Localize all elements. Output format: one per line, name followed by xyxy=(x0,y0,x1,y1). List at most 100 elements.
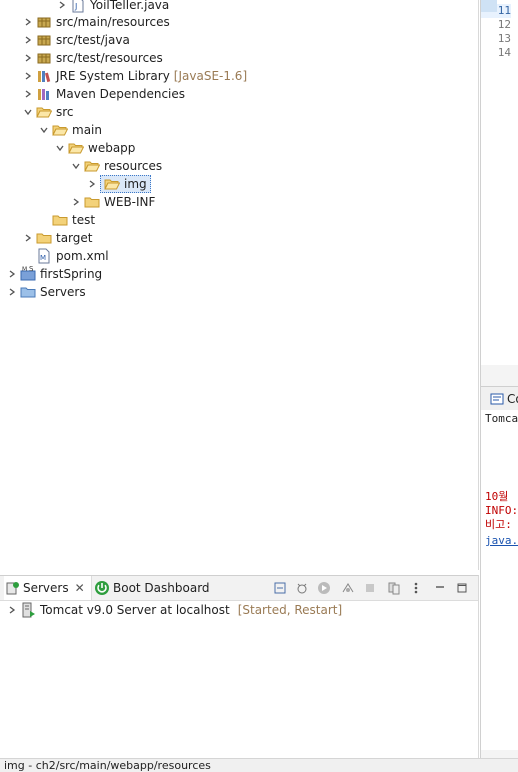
editor-and-console-pane: 11 12 13 14 Co Tomcat 10월 INFO: 비고: java… xyxy=(480,0,518,772)
tree-item-yoilteller-java[interactable]: YoilTeller.java xyxy=(56,0,169,14)
close-icon[interactable]: ✕ xyxy=(74,581,85,595)
console-tab-label: Co xyxy=(507,392,518,406)
chevron-down-icon[interactable] xyxy=(22,103,34,121)
folder-icon xyxy=(52,212,68,228)
jre-version-decoration: [JavaSE-1.6] xyxy=(173,69,248,83)
chevron-right-icon[interactable] xyxy=(70,193,82,211)
tree-item-firstspring[interactable]: firstSpring xyxy=(6,265,102,283)
server-status: [Started, Restart] xyxy=(237,603,343,617)
tree-item-label: WEB-INF xyxy=(104,195,156,209)
console-tab[interactable]: Co xyxy=(481,386,518,411)
tree-item-label: src/test/resources xyxy=(56,51,163,65)
server-icon xyxy=(20,602,36,618)
chevron-right-icon[interactable] xyxy=(56,0,68,14)
folder-open-icon xyxy=(68,140,84,156)
console-title: Tomcat xyxy=(485,412,518,425)
start-icon[interactable] xyxy=(316,580,332,596)
chevron-right-icon[interactable] xyxy=(22,49,34,67)
server-icon xyxy=(4,580,20,596)
chevron-down-icon[interactable] xyxy=(54,139,66,157)
tree-item-label: test xyxy=(72,213,96,227)
power-icon xyxy=(94,580,110,596)
tree-item-label: firstSpring xyxy=(40,267,103,281)
chevron-right-icon[interactable] xyxy=(86,175,98,193)
tab-label: Servers xyxy=(23,581,69,595)
tree-item-test[interactable]: test xyxy=(38,211,95,229)
tab-boot-dashboard[interactable]: Boot Dashboard xyxy=(94,576,210,600)
line-number: 12 xyxy=(497,18,511,31)
tree-item-servers[interactable]: Servers xyxy=(6,283,86,301)
chevron-down-icon[interactable] xyxy=(70,157,82,175)
servers-folder-icon xyxy=(20,284,36,300)
debug-icon[interactable] xyxy=(294,580,310,596)
console-line: INFO: xyxy=(485,504,518,517)
tab-servers[interactable]: Servers ✕ xyxy=(4,576,92,600)
maximize-icon[interactable] xyxy=(454,580,470,596)
selected-item-highlight[interactable]: img xyxy=(100,175,151,193)
tree-item-pom-xml[interactable]: pom.xml xyxy=(22,247,109,265)
tree-item-main[interactable]: main xyxy=(38,121,102,139)
minimize-icon[interactable] xyxy=(432,580,448,596)
tree-item-label: src xyxy=(56,105,74,119)
tree-item-label: img xyxy=(124,177,147,191)
tree-item-label: resources xyxy=(104,159,163,173)
source-folder-icon xyxy=(36,32,52,48)
project-icon xyxy=(20,266,36,282)
tree-item-label: target xyxy=(56,231,93,245)
publish-icon[interactable] xyxy=(386,580,402,596)
profile-icon[interactable] xyxy=(340,580,356,596)
tree-item-label: src/test/java xyxy=(56,33,130,47)
tree-item-src-test-java[interactable]: src/test/java xyxy=(22,31,130,49)
tree-item-maven-dependencies[interactable]: Maven Dependencies xyxy=(22,85,185,103)
source-folder-icon xyxy=(36,14,52,30)
tree-item-src-main-resources[interactable]: src/main/resources xyxy=(22,13,170,31)
folder-icon xyxy=(84,194,100,210)
chevron-right-icon[interactable] xyxy=(22,31,34,49)
tree-item-target[interactable]: target xyxy=(22,229,93,247)
line-marker xyxy=(481,0,497,12)
chevron-right-icon[interactable] xyxy=(22,13,34,31)
tree-item-label: YoilTeller.java xyxy=(90,0,170,12)
tree-item-label: Servers xyxy=(40,285,86,299)
tree-item-web-inf[interactable]: WEB-INF xyxy=(70,193,155,211)
chevron-right-icon[interactable] xyxy=(22,85,34,103)
source-folder-icon xyxy=(36,50,52,66)
view-menu-icon[interactable] xyxy=(408,580,424,596)
tree-item-webapp[interactable]: webapp xyxy=(54,139,135,157)
editor-gutter: 11 12 13 14 xyxy=(481,0,518,365)
library-icon xyxy=(36,86,52,102)
project-explorer: YoilTeller.java src/main/resources src/t… xyxy=(6,0,479,570)
chevron-right-icon[interactable] xyxy=(22,67,34,85)
console-line: 10월 xyxy=(485,490,509,503)
line-number: 14 xyxy=(497,46,511,59)
tree-item-img[interactable]: img xyxy=(86,175,151,193)
line-number: 13 xyxy=(497,32,511,45)
servers-panel: Servers ✕ Boot Dashboard Tomcat v9.0 Ser… xyxy=(0,575,479,759)
tree-item-src[interactable]: src xyxy=(22,103,74,121)
chevron-right-icon[interactable] xyxy=(6,283,18,301)
server-name: Tomcat v9.0 Server at localhost xyxy=(40,603,230,617)
folder-open-icon xyxy=(104,176,120,192)
folder-open-icon xyxy=(52,122,68,138)
collapse-all-icon[interactable] xyxy=(272,580,288,596)
console-link[interactable]: java. xyxy=(485,534,518,547)
folder-open-icon xyxy=(36,104,52,120)
chevron-right-icon[interactable] xyxy=(22,229,34,247)
stop-icon[interactable] xyxy=(362,580,378,596)
console-output: Tomcat 10월 INFO: 비고: java. xyxy=(481,410,518,750)
chevron-right-icon[interactable] xyxy=(6,601,18,619)
tree-item-jre-system-library[interactable]: JRE System Library [JavaSE-1.6] xyxy=(22,67,247,85)
tab-label: Boot Dashboard xyxy=(113,581,210,595)
tree-item-label: src/main/resources xyxy=(56,15,170,29)
chevron-right-icon[interactable] xyxy=(6,265,18,283)
tree-item-label: pom.xml xyxy=(56,249,109,263)
console-icon xyxy=(489,391,505,407)
tree-item-src-test-resources[interactable]: src/test/resources xyxy=(22,49,163,67)
tree-item-resources[interactable]: resources xyxy=(70,157,162,175)
server-item-tomcat[interactable]: Tomcat v9.0 Server at localhost [Started… xyxy=(6,601,342,619)
xml-file-icon xyxy=(36,248,52,264)
chevron-down-icon[interactable] xyxy=(38,121,50,139)
tree-item-label: webapp xyxy=(88,141,136,155)
tree-item-label: main xyxy=(72,123,102,137)
tree-item-label: Maven Dependencies xyxy=(56,87,186,101)
